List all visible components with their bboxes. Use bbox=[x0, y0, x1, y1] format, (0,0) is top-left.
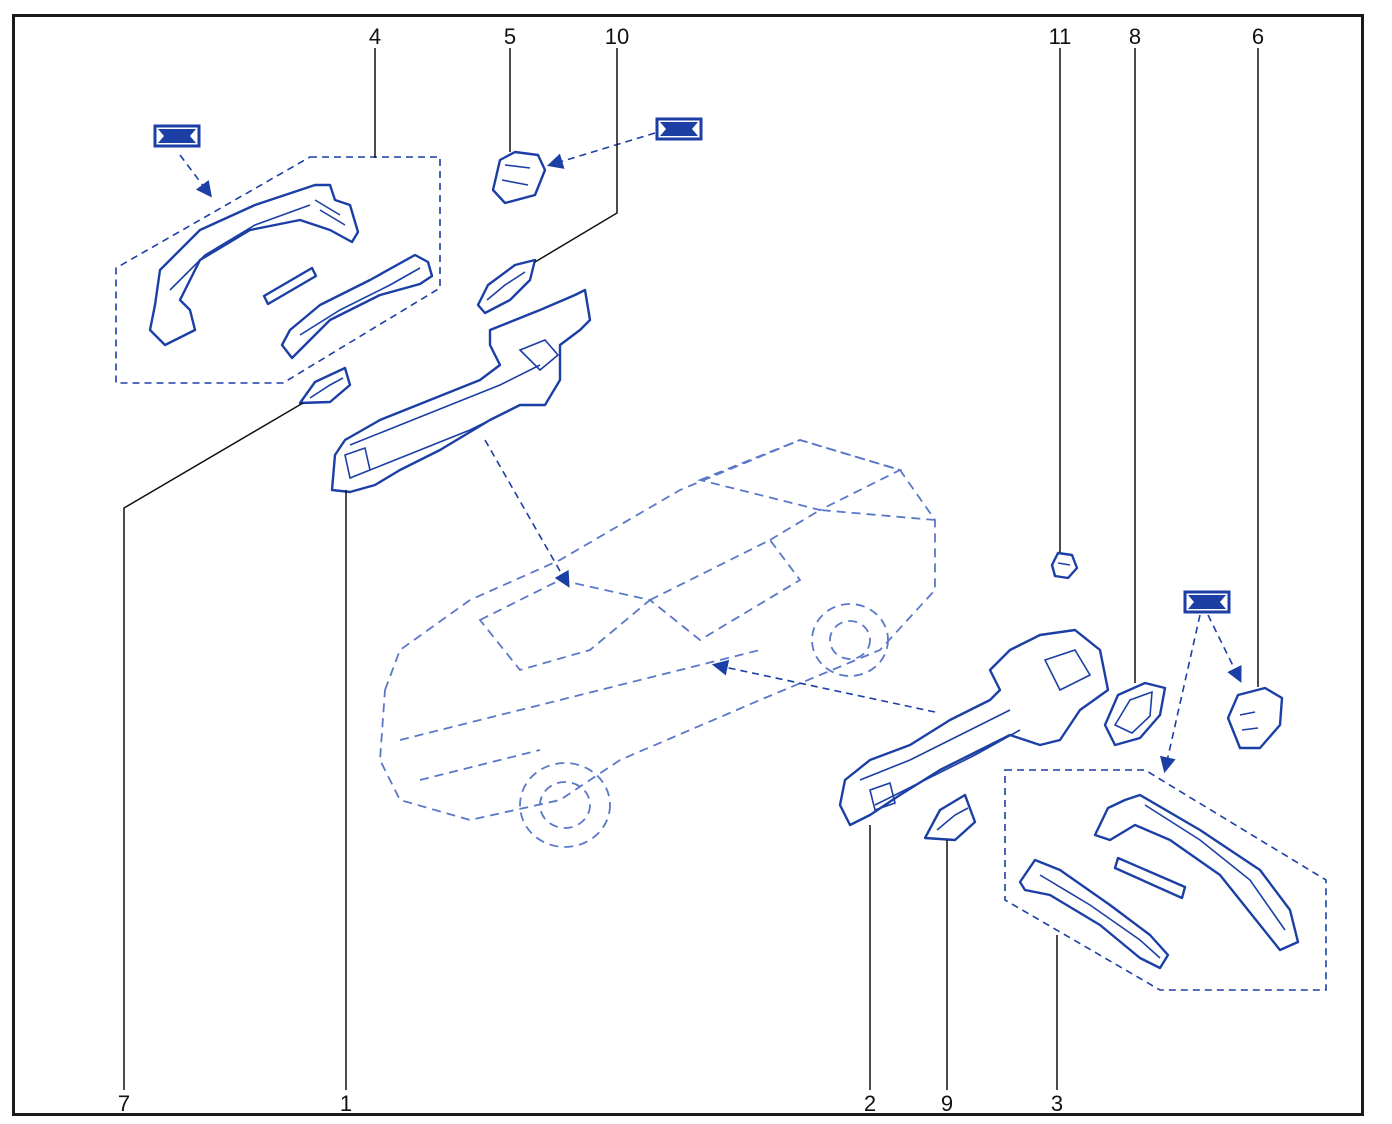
part-7-gasket bbox=[298, 366, 352, 405]
paint-symbol-icon bbox=[655, 117, 703, 141]
callout-9: 9 bbox=[941, 1091, 953, 1116]
part-10-gasket bbox=[476, 258, 537, 315]
part-5-cap bbox=[491, 150, 547, 205]
part-11-clip bbox=[1050, 551, 1079, 580]
paint-symbol-icon bbox=[153, 124, 201, 148]
group-box-4 bbox=[115, 156, 441, 384]
callout-7: 7 bbox=[118, 1091, 130, 1116]
callout-5: 5 bbox=[504, 24, 516, 49]
part-2-handle-frame bbox=[838, 628, 1110, 827]
callout-6: 6 bbox=[1252, 24, 1264, 49]
callout-11: 11 bbox=[1049, 24, 1072, 49]
callout-4: 4 bbox=[369, 24, 381, 49]
callout-1: 1 bbox=[340, 1091, 352, 1116]
part-1-handle-frame bbox=[330, 288, 592, 494]
callout-2: 2 bbox=[864, 1091, 876, 1116]
callout-3: 3 bbox=[1051, 1091, 1063, 1116]
part-3-handle-assembly bbox=[1018, 793, 1300, 970]
part-6-cap bbox=[1226, 686, 1284, 750]
callout-10: 10 bbox=[605, 24, 629, 49]
group-box-3 bbox=[1004, 769, 1327, 991]
part-4-handle-assembly bbox=[148, 183, 434, 360]
part-8-gasket bbox=[1103, 681, 1167, 747]
vehicle-outline bbox=[379, 439, 936, 848]
assembly-arrows bbox=[179, 132, 1242, 774]
paint-symbol-icon bbox=[1183, 590, 1231, 614]
diagram-frame bbox=[12, 14, 1364, 1116]
callout-labels: 4 5 10 11 8 6 7 1 2 9 3 bbox=[118, 24, 1264, 1116]
part-9-gasket bbox=[923, 793, 977, 842]
callout-8: 8 bbox=[1129, 24, 1141, 49]
leader-lines bbox=[123, 48, 1259, 1090]
